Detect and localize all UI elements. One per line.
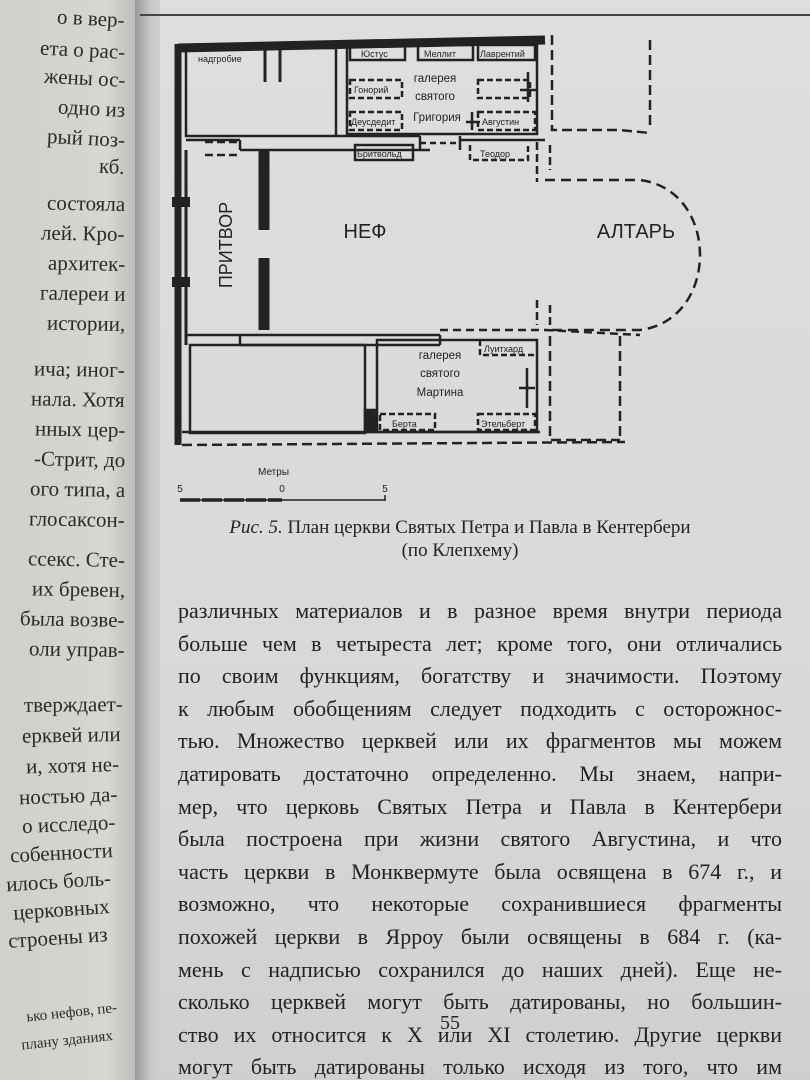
left-page-line: истории, [46,310,126,336]
figure-caption-line2: (по Клепхему) [401,540,519,561]
figure-caption: Рис. 5. План церкви Святых Петра и Павла… [180,517,740,539]
left-page-line: их бревен, [31,576,126,602]
left-page-line: была возве- [20,606,126,632]
label-liudhard: Луитхард [484,344,524,354]
header-rule [140,14,810,16]
left-page-line: -Стрит, до [33,446,126,472]
label-martin-gallery-3: Мартина [417,387,464,399]
body-line: мень с надписью сохранился до наших дней… [178,956,782,982]
left-page-line: галереи и [39,280,126,306]
left-page-line: жены ос- [43,63,126,92]
left-page-line: тверждает- [24,692,124,717]
body-line: часть церкви в Монквермуте была освящена… [178,858,782,884]
label-nave: НЕФ [344,221,387,243]
label-augustine: Августин [482,117,519,127]
left-page-line: ерквей или [22,722,122,748]
label-gregory-gallery-2: святого [415,91,455,103]
label-tomb: надгробие [198,54,242,64]
left-page-line: нала. Хотя [31,386,126,412]
label-ethelbert: Этельберт [481,419,525,429]
caption-prefix: Рис. 5. [229,517,283,538]
left-page-line: лей. Кро- [41,220,126,246]
scale-bar: Метры 5 0 5 [177,467,388,502]
left-page-line: состояла [46,190,126,216]
left-page-footnote: плану зданиях [20,1028,114,1054]
label-porch: ПРИТВОР [216,202,236,288]
left-page-line: архитек- [47,250,126,276]
body-line: сколько церквей могут быть датированы, н… [178,989,782,1015]
body-line: больше чем в четыреста лет; кроме того, … [178,630,782,656]
body-line: по своим функциям, богатству и значимост… [178,663,782,689]
left-page-line: и, хотя не- [25,752,120,779]
left-page-line: ича; иног- [34,356,126,382]
body-line: к любым обобщениям следует подходить с о… [178,695,782,721]
scale-title: Метры [258,467,289,478]
left-page-line: ссекс. Сте- [27,546,126,572]
label-honorius: Гонорий [354,85,388,95]
scale-tick-right: 5 [382,484,388,495]
label-martin-gallery-2: святого [420,368,460,380]
body-line: была построена при жизни святого Августи… [178,826,782,852]
left-page-line: оли управ- [29,636,126,662]
left-page-line: ого типа, а [29,476,126,502]
body-line: датировать достаточно определенно. Мы зн… [178,761,782,786]
label-deusdedit: Деусдедит [351,117,395,127]
scale-tick-left: 5 [177,484,183,495]
label-justus: Юстус [361,49,388,59]
caption-title: План церкви Святых Петра и Павла в Кенте… [287,517,691,538]
body-line: различных материалов и в разное время вн… [178,598,782,623]
left-page-line: нных цер- [34,416,126,442]
left-page-line: ностью да- [18,782,118,810]
body-line: ство их относится к X или XI столетию. Д… [178,1021,782,1047]
left-page-line: о в вер- [56,4,126,32]
page-number: 55 [440,1012,460,1034]
left-page-line: одно из [57,94,126,122]
body-line: мер, что церковь Святых Петра и Павла в … [178,793,782,819]
left-page-line: строены из [6,922,108,953]
left-page-line: ета о рас- [39,35,126,64]
left-page-line: илось боль- [5,866,112,897]
body-line: тью. Множество церквей или их фрагментов… [178,728,782,754]
left-page-line: собенности [9,838,114,868]
scale-tick-zero: 0 [279,484,285,495]
label-gregory-gallery-3: Григория [413,112,461,124]
left-page-line: о исследо- [21,810,116,839]
body-line: могут быть датированы только исходя из т… [178,1054,782,1080]
church-floor-plan: надгробие Юстус Меллит Лаврентий Гонорий… [172,35,702,447]
label-bertha: Берта [392,419,417,429]
left-page-footnote: ько нефов, пе- [25,1000,118,1026]
body-line: похожей церкви в Ярроу были освящены в 6… [178,924,782,949]
left-page-line: рый поз- [46,123,126,152]
label-laurence: Лаврентий [480,49,525,59]
label-theodore: Теодор [480,149,510,159]
label-altar: АЛТАРЬ [597,221,675,243]
left-page-line: кб. [98,153,126,179]
label-martin-gallery-1: галерея [419,350,461,362]
label-mellitus: Меллит [424,49,456,59]
label-gregory-gallery-1: галерея [414,73,456,85]
label-brithwold: Бритвольд [357,149,402,159]
body-line: возможно, что некоторые сохранившиеся фр… [178,891,782,917]
left-page-line: церковных [11,894,110,925]
left-page-line: глосаксон- [29,506,126,532]
